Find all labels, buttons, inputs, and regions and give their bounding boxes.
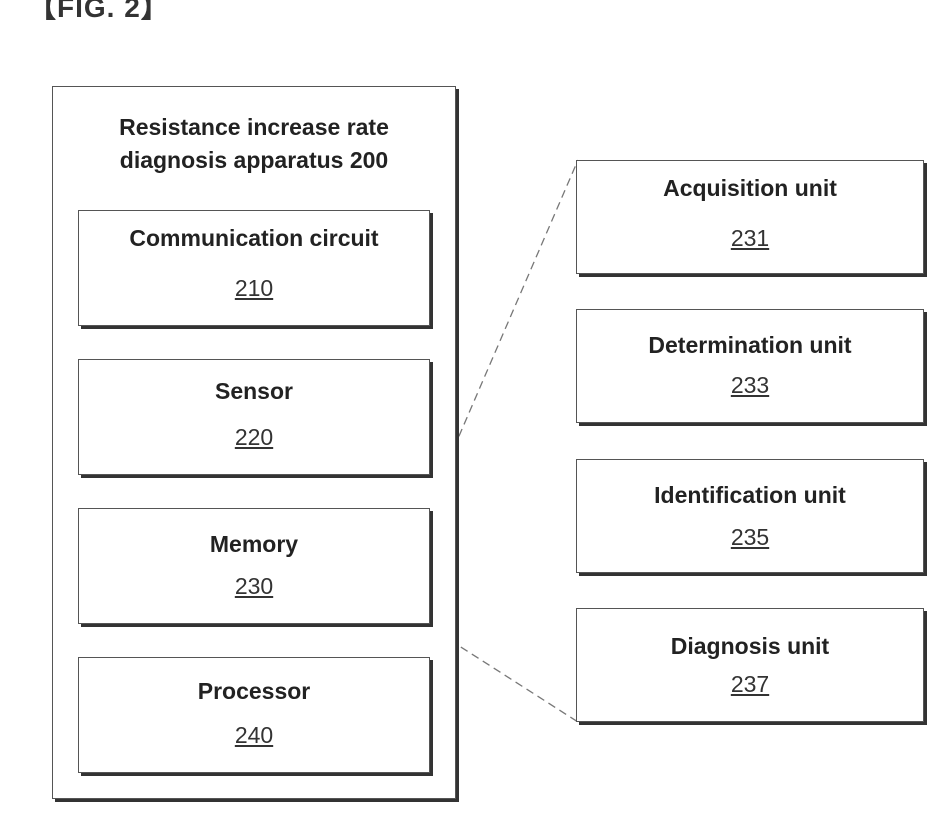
- diagnosis-unit-box: Diagnosis unit 237: [576, 608, 924, 722]
- memory-label: Memory: [79, 531, 429, 558]
- diagnosis-unit-label: Diagnosis unit: [577, 633, 923, 660]
- processor-label: Processor: [79, 678, 429, 705]
- acquisition-unit-label: Acquisition unit: [577, 175, 923, 202]
- identification-unit-ref: 235: [577, 524, 923, 551]
- sensor-ref: 220: [79, 424, 429, 451]
- acquisition-unit-ref: 231: [577, 225, 923, 252]
- apparatus-title-line1: Resistance increase rate: [53, 111, 455, 144]
- acquisition-unit-box: Acquisition unit 231: [576, 160, 924, 274]
- communication-circuit-ref: 210: [79, 275, 429, 302]
- apparatus-title-line2: diagnosis apparatus 200: [53, 144, 455, 177]
- diagnosis-unit-ref: 237: [577, 671, 923, 698]
- communication-circuit-label: Communication circuit: [79, 225, 429, 252]
- determination-unit-label: Determination unit: [577, 332, 923, 359]
- processor-box: Processor 240: [78, 657, 430, 773]
- determination-unit-box: Determination unit 233: [576, 309, 924, 423]
- sensor-label: Sensor: [79, 378, 429, 405]
- identification-unit-label: Identification unit: [577, 482, 923, 509]
- apparatus-title: Resistance increase rate diagnosis appar…: [53, 111, 455, 178]
- memory-box: Memory 230: [78, 508, 430, 624]
- sensor-box: Sensor 220: [78, 359, 430, 475]
- communication-circuit-box: Communication circuit 210: [78, 210, 430, 326]
- determination-unit-ref: 233: [577, 372, 923, 399]
- identification-unit-box: Identification unit 235: [576, 459, 924, 573]
- memory-ref: 230: [79, 573, 429, 600]
- processor-ref: 240: [79, 722, 429, 749]
